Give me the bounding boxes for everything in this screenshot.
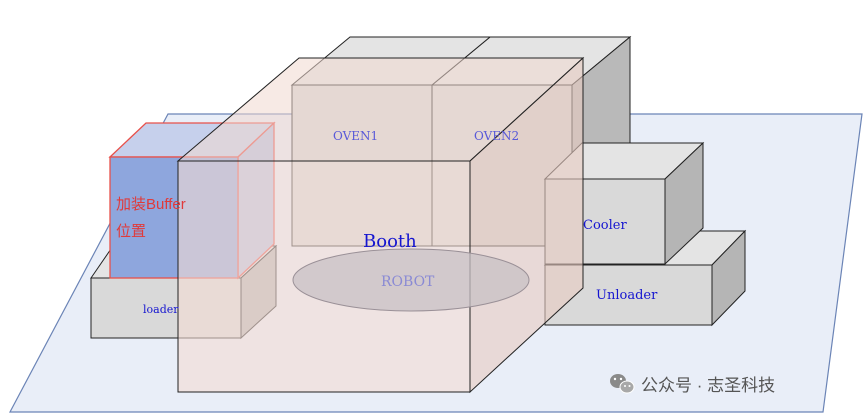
cooler-box <box>543 141 705 266</box>
loader-label: loader <box>143 303 179 316</box>
wechat-icon <box>610 374 635 394</box>
robot-ellipse <box>292 248 530 312</box>
buffer-label-line2: 位置 <box>116 223 146 240</box>
booth-label: Booth <box>363 231 417 252</box>
watermark-text: 公众号 · 志圣科技 <box>641 376 775 395</box>
oven1-label: OVEN1 <box>333 129 378 143</box>
watermark: 公众号 · 志圣科技 <box>610 374 775 395</box>
robot-label: ROBOT <box>381 274 435 290</box>
unloader-label: Unloader <box>596 288 658 303</box>
booth-box <box>176 56 585 394</box>
buffer-label-line1: 加装Buffer <box>116 196 186 213</box>
cooler-label: Cooler <box>583 218 627 233</box>
oven2-label: OVEN2 <box>474 129 519 143</box>
